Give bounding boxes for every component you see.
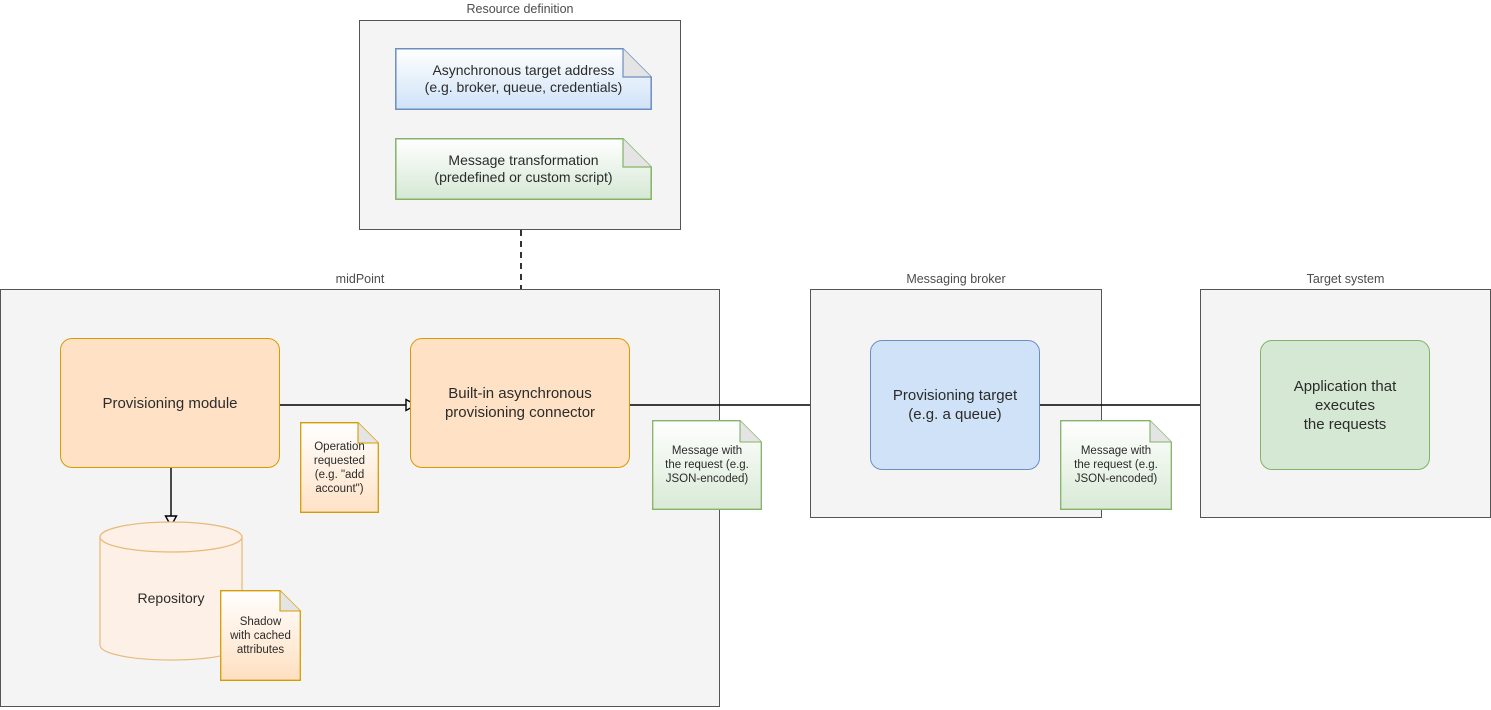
node-async-connector: Built-in asynchronous provisioning conne… — [410, 338, 630, 468]
messaging-broker-label: Messaging broker — [906, 272, 1006, 286]
node-provisioning-target: Provisioning target (e.g. a queue) — [870, 340, 1040, 470]
resource-definition-label: Resource definition — [466, 2, 574, 16]
node-application: Application that executes the requests — [1260, 340, 1430, 470]
link-module-to-connector — [280, 398, 418, 412]
note-message-request-1: Message with the request (e.g. JSON-enco… — [652, 420, 762, 510]
note-shadow-cached-attributes: Shadow with cached attributes — [220, 590, 301, 681]
node-message-transformation: Message transformation (predefined or cu… — [395, 138, 652, 200]
link-module-to-repository — [164, 468, 178, 528]
node-async-target-address: Asynchronous target address (e.g. broker… — [395, 48, 652, 110]
note-operation-requested: Operation requested (e.g. "add account") — [300, 422, 379, 513]
midpoint-label: midPoint — [335, 272, 385, 286]
note-message-request-2: Message with the request (e.g. JSON-enco… — [1060, 420, 1172, 510]
target-system-label: Target system — [1306, 272, 1385, 286]
node-provisioning-module: Provisioning module — [60, 338, 280, 468]
